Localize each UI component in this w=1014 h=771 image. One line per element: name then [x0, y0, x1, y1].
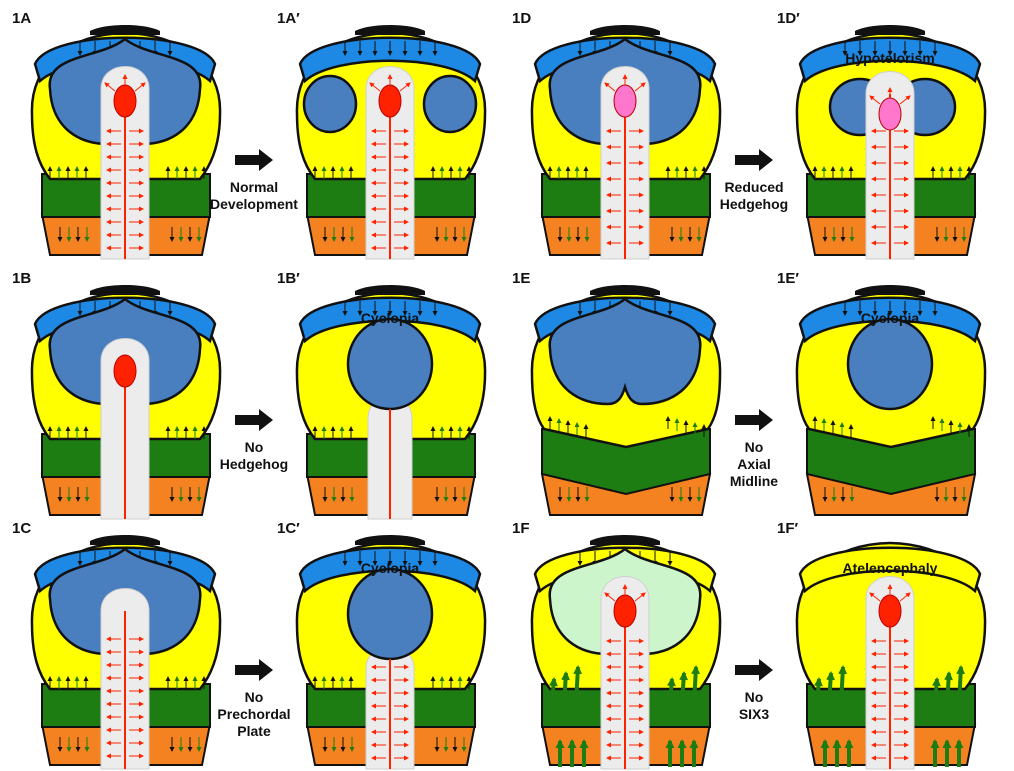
prechordal-plate: [614, 85, 636, 117]
top-cap: [855, 285, 925, 295]
condition-label: SIX3: [739, 706, 770, 722]
top-cap: [590, 25, 660, 35]
panel-label-1e-prime: 1E′: [777, 270, 799, 287]
panel-label-1d-prime: 1D′: [777, 10, 800, 27]
panel-label-1f: 1F: [512, 520, 530, 537]
panel-label-1f-prime: 1F′: [777, 520, 799, 537]
right-arrow-icon: [735, 149, 773, 171]
top-cap: [355, 535, 425, 545]
right-arrow-icon: [735, 659, 773, 681]
right-eye: [424, 76, 476, 132]
panel-label-1a: 1A: [12, 10, 31, 27]
prechordal-plate: [114, 85, 136, 117]
condition-label: Axial: [737, 456, 770, 472]
embryo-1b: [32, 285, 220, 519]
condition-label: No: [245, 439, 264, 455]
prechordal-plate: [114, 355, 136, 387]
top-cap: [590, 285, 660, 295]
condition-label: Prechordal: [217, 706, 290, 722]
phenotype-label: Cyclopia: [361, 560, 420, 576]
cyclopic-eye: [348, 319, 432, 409]
condition-label: Plate: [237, 723, 271, 739]
top-cap: [855, 25, 925, 35]
panel-label-1b: 1B: [12, 270, 31, 287]
embryo-1f-prime: [797, 543, 985, 769]
phenotype-label: Atelencephaly: [843, 560, 938, 576]
top-cap: [90, 285, 160, 295]
cyclopic-eye: [348, 569, 432, 659]
panel-label-1d: 1D: [512, 10, 531, 27]
prechordal-plate: [379, 85, 401, 117]
cyclopic-eye: [848, 319, 932, 409]
embryo-1a-prime: [297, 25, 485, 259]
panel-label-1b-prime: 1B′: [277, 270, 300, 287]
condition-label: Normal: [230, 179, 278, 195]
embryo-1f: [532, 535, 720, 769]
top-cap: [90, 535, 160, 545]
prechordal-plate: [614, 595, 636, 627]
right-arrow-icon: [235, 659, 273, 681]
embryo-1a: [32, 25, 220, 259]
condition-label: Hedgehog: [220, 456, 288, 472]
panel-label-1c: 1C: [12, 520, 31, 537]
panel-label-1a-prime: 1A′: [277, 10, 300, 27]
right-arrow-icon: [235, 149, 273, 171]
embryo-1d: [532, 25, 720, 259]
left-eye: [304, 76, 356, 132]
phenotype-label: Cyclopia: [861, 310, 920, 326]
condition-label: Midline: [730, 473, 778, 489]
prechordal-plate: [879, 98, 901, 130]
condition-label: Reduced: [724, 179, 783, 195]
top-cap: [90, 25, 160, 35]
condition-label: No: [245, 689, 264, 705]
top-cap: [355, 25, 425, 35]
top-cap: [355, 285, 425, 295]
phenotype-label: Hypotelorism: [845, 50, 934, 66]
condition-label: Hedgehog: [720, 196, 788, 212]
embryo-1c: [32, 535, 220, 769]
prechordal-plate: [879, 595, 901, 627]
phenotype-label: Cyclopia: [361, 310, 420, 326]
condition-label: No: [745, 689, 764, 705]
panel-label-1c-prime: 1C′: [277, 520, 300, 537]
condition-label: No: [745, 439, 764, 455]
top-cap: [590, 535, 660, 545]
right-arrow-icon: [735, 409, 773, 431]
condition-label: Development: [210, 196, 298, 212]
embryo-1e: [532, 285, 720, 515]
panel-label-1e: 1E: [512, 270, 530, 287]
right-arrow-icon: [235, 409, 273, 431]
